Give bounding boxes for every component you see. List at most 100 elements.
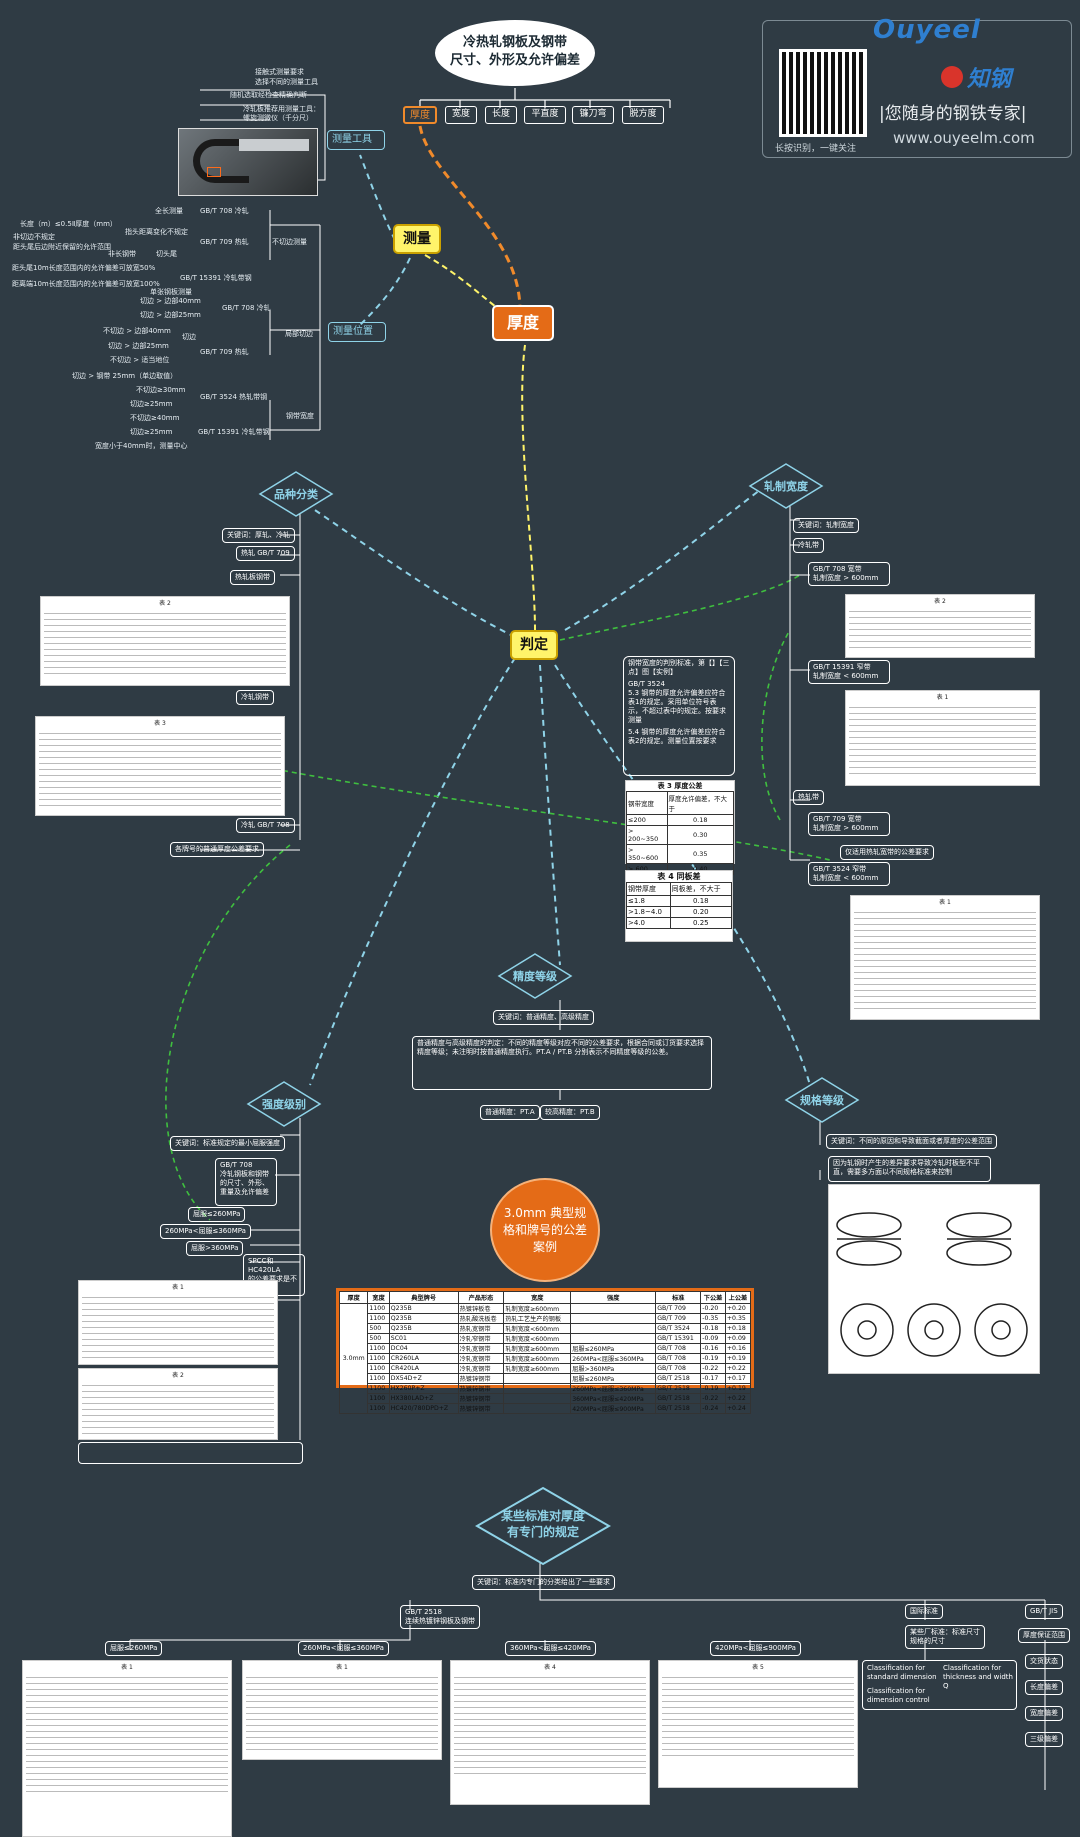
measure-tool-label[interactable]: 测量工具 — [327, 130, 385, 150]
top-tab-thickness[interactable]: 厚度 — [403, 106, 437, 124]
table4-r2c1: 0.25 — [669, 917, 733, 929]
case-cell: 1100 — [367, 1383, 390, 1394]
top-tab-camber[interactable]: 镰刀弯 — [572, 106, 614, 124]
precision-diamond[interactable] — [497, 952, 573, 1000]
table3-r0c0: ≤200 — [626, 814, 668, 826]
brand-url[interactable]: www.ouyeelm.com — [893, 129, 1035, 147]
measure-note-4: 螺旋测微仪（千分尺） — [243, 114, 313, 122]
case-cell: +0.19 — [724, 1383, 752, 1394]
case-cell: 屈服>360MPa — [570, 1363, 657, 1374]
right-item-3[interactable]: 宽度偏差 — [1025, 1706, 1063, 1721]
strength-item-4[interactable]: 屈服>360MPa — [186, 1241, 244, 1256]
mp-20: 切边 > 边部25mm — [108, 342, 169, 350]
case-cell: 420MPa<屈服≤900MPa — [570, 1403, 657, 1414]
special-branch-3[interactable]: 420MPa<屈服≤900MPa — [710, 1641, 801, 1656]
precision-pt-b[interactable]: 较高精度：PT.B — [540, 1105, 600, 1120]
strength-item-3[interactable]: 260MPa<屈服≤360MPa — [160, 1224, 251, 1239]
special-gbt-jis[interactable]: GB/T JIS — [1025, 1604, 1063, 1619]
width-diamond[interactable] — [748, 462, 824, 510]
top-tab-squareness[interactable]: 脱方度 — [622, 106, 664, 124]
special-diamond[interactable] — [475, 1486, 611, 1566]
shape-diamond[interactable] — [784, 1076, 860, 1124]
width-item-8[interactable]: 仅适用热轧宽带的公差要求 — [840, 845, 934, 860]
variety-item-3[interactable]: 冷轧钢带 — [236, 690, 274, 705]
case-cell: +0.20 — [724, 1303, 752, 1314]
mp-6: 非切边不规定 — [13, 233, 55, 241]
case-cell: HC420/780DPD+Z — [388, 1403, 459, 1414]
width-item-9[interactable]: GB/T 3524 窄带 轧制宽度 < 600mm — [808, 862, 890, 886]
width-item-3[interactable]: GB/T 15391 窄带 轧制宽度 < 600mm — [808, 660, 890, 684]
special-branch-2[interactable]: 360MPa<屈服≤420MPa — [505, 1641, 596, 1656]
measure-note-3: 冷轧板推荐用测量工具： — [243, 105, 320, 113]
variety-item-1[interactable]: 热轧板钢带 — [230, 570, 275, 585]
qr-code[interactable] — [779, 49, 867, 137]
table3-caption: 表 3 厚度公差 — [657, 782, 703, 790]
case-cell: GB/T 709 — [655, 1303, 702, 1314]
variety-key: 关键词：厚轧、冷轧 — [222, 528, 295, 543]
mp-26: 钢带宽度 — [286, 412, 314, 420]
precision-key: 关键词：普通精度、高级精度 — [493, 1010, 594, 1025]
case-cell: 轧制宽度≥600mm — [503, 1303, 572, 1314]
variety-diamond[interactable] — [258, 470, 334, 518]
special-branch-1[interactable]: 260MPa<屈服≤360MPa — [298, 1641, 389, 1656]
right-item-2[interactable]: 长度偏差 — [1025, 1680, 1063, 1695]
case-cell: 热轧酸洗板卷 — [457, 1313, 505, 1324]
special-gb2518[interactable]: GB/T 2518 连续热镀锌钢板及钢带 — [400, 1605, 480, 1629]
note-line-3: 5.4 钢带的厚度允许偏差应符合表2的规定。测量位置按要求 — [628, 728, 726, 745]
node-judge[interactable]: 判定 — [510, 630, 558, 660]
zhigang-text: 知钢 — [967, 67, 1012, 92]
variety-item-4[interactable]: 各牌号的普通厚度公差要求 — [170, 842, 264, 857]
special-intl-panel: Classification for standard dimension Cl… — [862, 1660, 1017, 1710]
width-item-9-b: 轧制宽度 < 600mm — [813, 874, 879, 882]
measure-pos-label[interactable]: 测量位置 — [328, 322, 386, 342]
mp-18: 不切边 > 边部40mm — [103, 327, 171, 335]
variety-item-0[interactable]: 热轧 GB/T 709 — [236, 546, 295, 561]
width-item-6[interactable]: GB/T 709 宽带 轧制宽度 > 600mm — [808, 812, 890, 836]
strength-item-2[interactable]: 屈服≤260MPa — [188, 1207, 246, 1222]
case-cell: -0.18 — [700, 1323, 726, 1334]
strength-gb708[interactable]: GB/T 708 冷轧钢板和钢带的尺寸、外形、重量及允许偏差 — [215, 1158, 277, 1206]
right-item-4[interactable]: 三级偏差 — [1025, 1732, 1063, 1747]
measure-note-1: 选择不同的测量工具 — [255, 78, 318, 86]
case-cell: 冷轧宽钢带 — [457, 1343, 505, 1354]
special-panel-3: 表 5 — [658, 1660, 858, 1788]
intl-item-1: Classification for thickness and width Q — [943, 1664, 1013, 1690]
note-line-0: 钢带宽度的判别标准，第【】【三点】图【实例】 — [628, 659, 730, 676]
case-cell: 热镀锌钢带 — [457, 1393, 505, 1404]
case-cell: 500 — [367, 1333, 390, 1344]
micrometer-mark — [207, 167, 221, 177]
case-cell: -0.16 — [700, 1343, 726, 1354]
case-cell — [570, 1333, 657, 1344]
right-item-0[interactable]: 厚度保证范围 — [1018, 1628, 1070, 1643]
case-cell: 1100 — [367, 1343, 390, 1354]
right-item-1[interactable]: 交货状态 — [1025, 1654, 1063, 1669]
case-cell: +0.19 — [724, 1353, 752, 1364]
panel-caption: 表 1 — [121, 1664, 133, 1671]
strength-footnote — [78, 1442, 303, 1464]
case-cell: +0.18 — [724, 1323, 752, 1334]
top-tab-flatness[interactable]: 平直度 — [524, 106, 566, 124]
top-tab-length[interactable]: 长度 — [485, 106, 517, 124]
case-bubble[interactable]: 3.0mm 典型规格和牌号的公差案例 — [490, 1178, 600, 1282]
width-item-5[interactable]: 热轧带 — [793, 790, 824, 805]
precision-pt-a[interactable]: 普通精度：PT.A — [480, 1105, 540, 1120]
width-item-0[interactable]: 冷轧带 — [793, 538, 824, 553]
width-key: 关键词：轧制宽度 — [793, 518, 859, 533]
top-tab-width[interactable]: 宽度 — [445, 106, 477, 124]
case-cell: -0.24 — [700, 1403, 726, 1414]
strength-diamond[interactable] — [246, 1080, 322, 1128]
special-branch-0[interactable]: 屈服≤260MPa — [105, 1641, 163, 1656]
node-thickness[interactable]: 厚度 — [492, 305, 554, 341]
mp-11: GB/T 15391 冷轧带钢 — [180, 274, 252, 282]
strength-gb708-a: GB/T 708 — [220, 1161, 253, 1169]
case-cell — [503, 1383, 572, 1394]
node-measure[interactable]: 测量 — [393, 224, 441, 254]
special-intl[interactable]: 国际标准 — [905, 1604, 943, 1619]
width-item-1[interactable]: GB/T 708 宽带 轧制宽度 > 600mm — [808, 562, 890, 586]
case-cell — [503, 1393, 572, 1404]
table4-caption: 表 4 同板差 — [657, 872, 701, 881]
variety-item-2[interactable]: 冷轧 GB/T 708 — [236, 818, 295, 833]
